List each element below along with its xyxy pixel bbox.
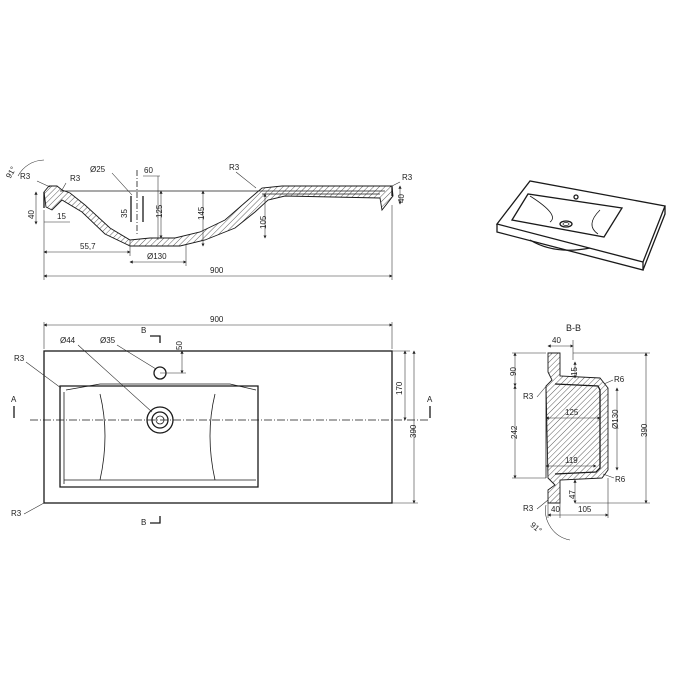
top-view: 900 Ø44 Ø35 50 170 390 R3 R3 B B A A — [11, 315, 433, 527]
top-dim-35: Ø35 — [100, 336, 116, 345]
section-title: B-B — [566, 323, 581, 333]
top-sec-a-right: A — [427, 395, 433, 404]
top-dim-44: Ø44 — [60, 336, 76, 345]
side-drain-diameter: Ø25 — [90, 165, 106, 174]
section-r6-top: R6 — [614, 375, 625, 384]
section-r3-left: R3 — [523, 392, 534, 401]
top-sec-b-top: B — [141, 326, 146, 335]
top-dim-900: 900 — [210, 315, 224, 324]
section-dim-119: 119 — [565, 456, 578, 465]
section-dim-242: 242 — [510, 425, 519, 439]
top-r-left: R3 — [14, 354, 25, 363]
side-dim-60: 60 — [144, 166, 153, 175]
section-dim-105: 105 — [578, 505, 592, 514]
side-view: 91° R3 R3 R3 R3 Ø25 60 35 125 145 105 40… — [4, 159, 413, 280]
section-dim-390: 390 — [640, 423, 649, 437]
side-dim-55-7: 55,7 — [80, 242, 96, 251]
isometric-view — [495, 180, 666, 271]
side-dim-40-right: 40 — [397, 194, 406, 203]
side-r-right: R3 — [402, 173, 413, 182]
section-r3-bottom: R3 — [523, 504, 534, 513]
top-sec-b-bottom: B — [141, 518, 146, 527]
section-view: B-B 40 90 15 R6 R3 125 Ø130 242 — [509, 323, 650, 541]
side-dim-125: 125 — [155, 204, 164, 218]
section-dim-15: 15 — [570, 367, 579, 376]
side-angle-label: 91° — [4, 165, 18, 180]
side-r-left: R3 — [20, 172, 31, 181]
side-dim-900: 900 — [210, 266, 224, 275]
top-dim-170: 170 — [395, 381, 404, 395]
section-dim-47: 47 — [568, 490, 577, 499]
section-dim-40-bottom: 40 — [551, 505, 560, 514]
section-angle: 91° — [528, 520, 543, 535]
top-sec-a-left: A — [11, 395, 17, 404]
side-dim-35: 35 — [120, 209, 129, 218]
side-dim-15: 15 — [57, 212, 66, 221]
section-r6-bottom: R6 — [615, 475, 626, 484]
top-dim-50: 50 — [175, 341, 184, 350]
side-r-left2: R3 — [70, 174, 81, 183]
section-dim-130: Ø130 — [611, 409, 620, 429]
section-dim-90: 90 — [509, 367, 518, 376]
section-dim-40-top: 40 — [552, 336, 561, 345]
top-r-bottom: R3 — [11, 509, 22, 518]
side-dim-145: 145 — [197, 206, 206, 220]
side-dim-105: 105 — [259, 215, 268, 229]
top-dim-390: 390 — [409, 424, 418, 438]
side-dim-40-left: 40 — [27, 210, 36, 219]
top-countertop — [43, 350, 393, 504]
side-r-mid: R3 — [229, 163, 240, 172]
side-dim-130: Ø130 — [147, 252, 167, 261]
section-dim-125: 125 — [565, 408, 579, 417]
side-basin-shell — [43, 185, 394, 247]
